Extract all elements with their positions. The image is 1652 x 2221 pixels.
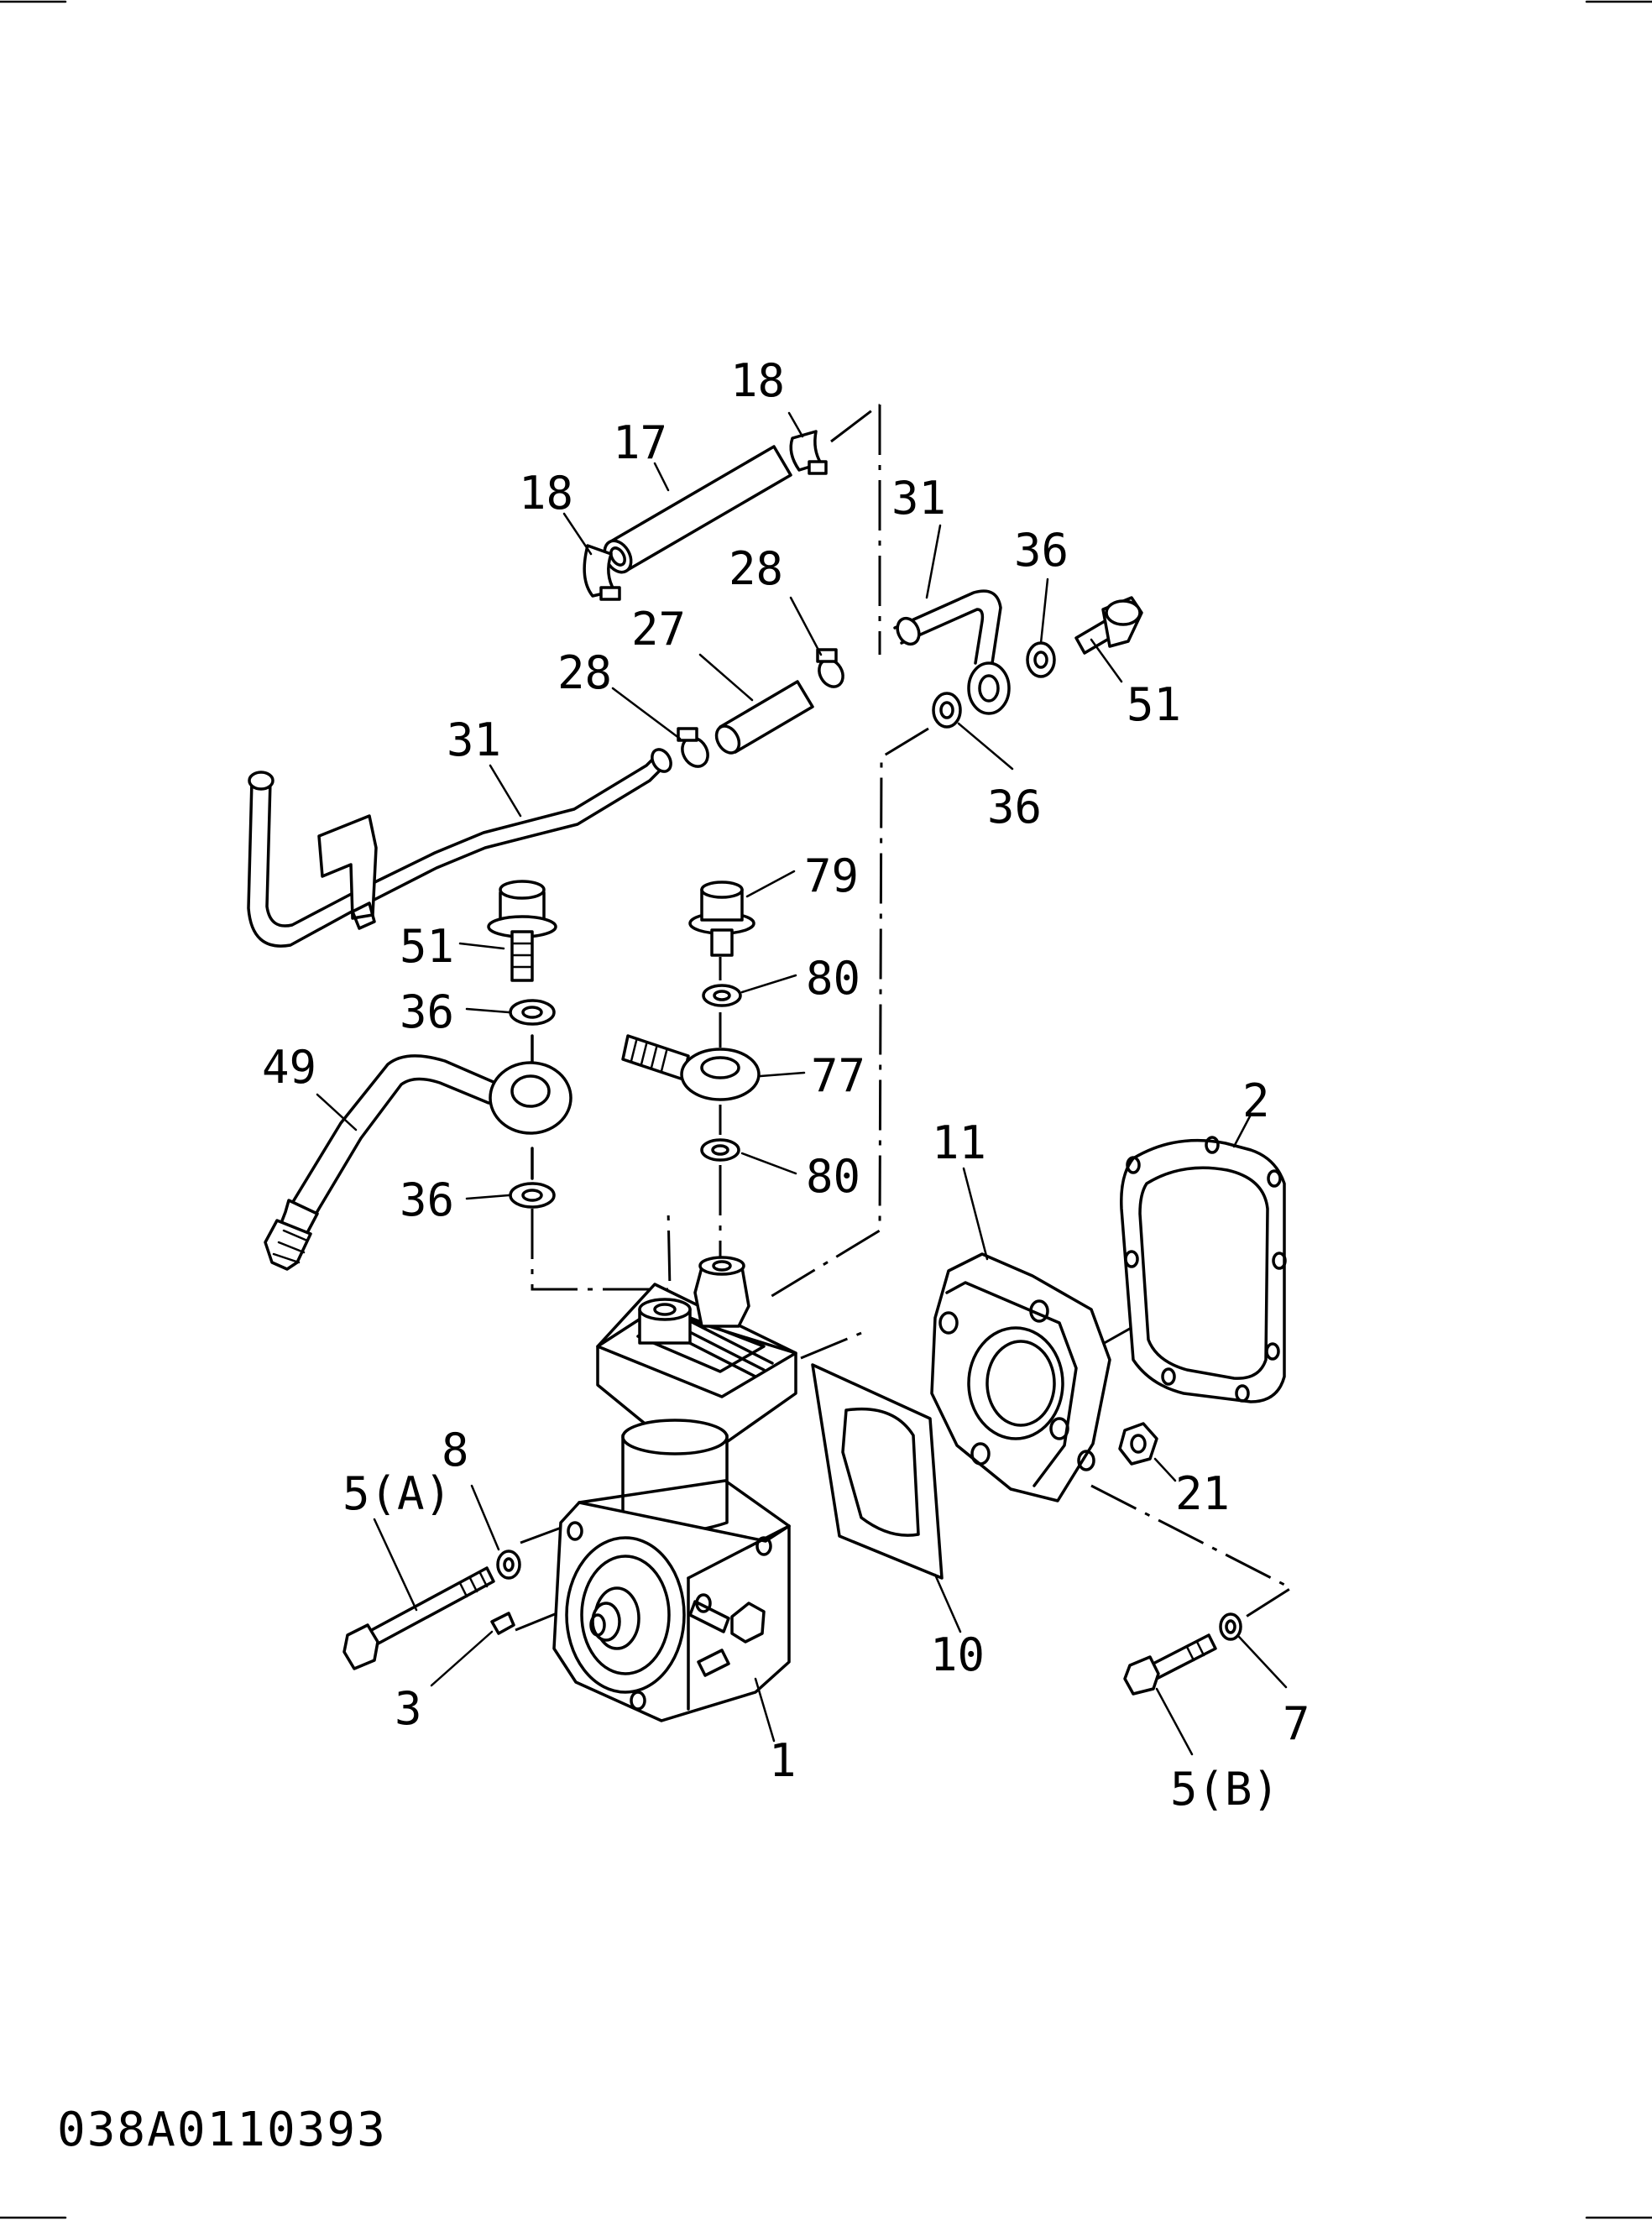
- callout-18-top: 18: [730, 354, 785, 407]
- callout-21: 21: [1175, 1467, 1230, 1520]
- banjo-bolt-51: [487, 880, 557, 982]
- washer-8: [496, 1549, 521, 1580]
- banjo-bolt-79: [688, 881, 755, 957]
- washer-36-upper-left: [509, 999, 556, 1026]
- hose-clamp-28-upper: [816, 648, 844, 688]
- washer-36-mid: [932, 692, 962, 729]
- washer-7: [1219, 1612, 1242, 1641]
- callout-80-upper: 80: [806, 952, 860, 1005]
- callout-7: 7: [1283, 1697, 1310, 1750]
- washer-80-upper: [702, 984, 742, 1007]
- washer-36-upper-right: [1026, 641, 1056, 678]
- washer-80-lower: [700, 1138, 740, 1162]
- callout-28-lower: 28: [557, 646, 612, 699]
- pipe-49: [264, 1054, 572, 1271]
- bolt-5a: [342, 1566, 495, 1670]
- eye-bolt-51-upper: [1074, 596, 1143, 655]
- callout-77: 77: [811, 1049, 865, 1102]
- drawing-code: 038A0110393: [57, 2103, 387, 2157]
- flange-11: [930, 1252, 1111, 1502]
- nut-21: [1118, 1422, 1158, 1466]
- hose-27: [714, 680, 814, 755]
- woodruff-key-3: [490, 1612, 515, 1635]
- callout-27: 27: [631, 603, 686, 656]
- callout-17: 17: [613, 416, 667, 469]
- gasket-10: [811, 1363, 944, 1580]
- callout-51-upper: 51: [1127, 678, 1181, 731]
- callout-28-upper: 28: [729, 542, 783, 595]
- callout-10: 10: [930, 1628, 985, 1681]
- callout-31-upper: 31: [891, 472, 946, 525]
- washer-36-lower-left: [509, 1182, 556, 1209]
- callout-36-upper-left: 36: [400, 985, 454, 1038]
- bolt-5b: [1123, 1633, 1217, 1696]
- callout-51-lower: 51: [400, 920, 454, 973]
- hose-clamp-28-lower: [677, 727, 709, 768]
- banjo-fitting-77: [621, 1034, 761, 1101]
- hose-clamp-18-right: [789, 430, 828, 475]
- callout-1: 1: [769, 1734, 797, 1787]
- callout-5b: 5(B): [1170, 1763, 1279, 1816]
- callout-49: 49: [262, 1041, 316, 1094]
- callout-36-mid: 36: [987, 781, 1042, 834]
- callout-labels: 18 17 18 31 36 28 27 28 51 31 36 79 51 8…: [262, 354, 1310, 1816]
- callout-18-left: 18: [519, 467, 573, 520]
- pipe-31-long: [247, 748, 672, 948]
- callout-5a: 5(A): [342, 1467, 452, 1520]
- callout-36-upper-right: 36: [1014, 524, 1069, 577]
- air-compressor-1: [552, 1256, 797, 1722]
- gasket-2: [1120, 1136, 1287, 1403]
- callout-11: 11: [932, 1116, 986, 1169]
- callout-80-lower: 80: [806, 1150, 860, 1203]
- leader-lines: [316, 411, 1288, 1756]
- callout-36-lower-left: 36: [400, 1173, 454, 1226]
- hose-clamp-18-left: [583, 544, 621, 601]
- callout-3: 3: [395, 1682, 422, 1735]
- callout-31-long: 31: [447, 713, 501, 766]
- pipe-31-upper: [893, 589, 1011, 715]
- callout-79: 79: [804, 849, 859, 902]
- hose-17: [603, 445, 792, 574]
- callout-8: 8: [442, 1424, 469, 1476]
- callout-2: 2: [1242, 1074, 1270, 1127]
